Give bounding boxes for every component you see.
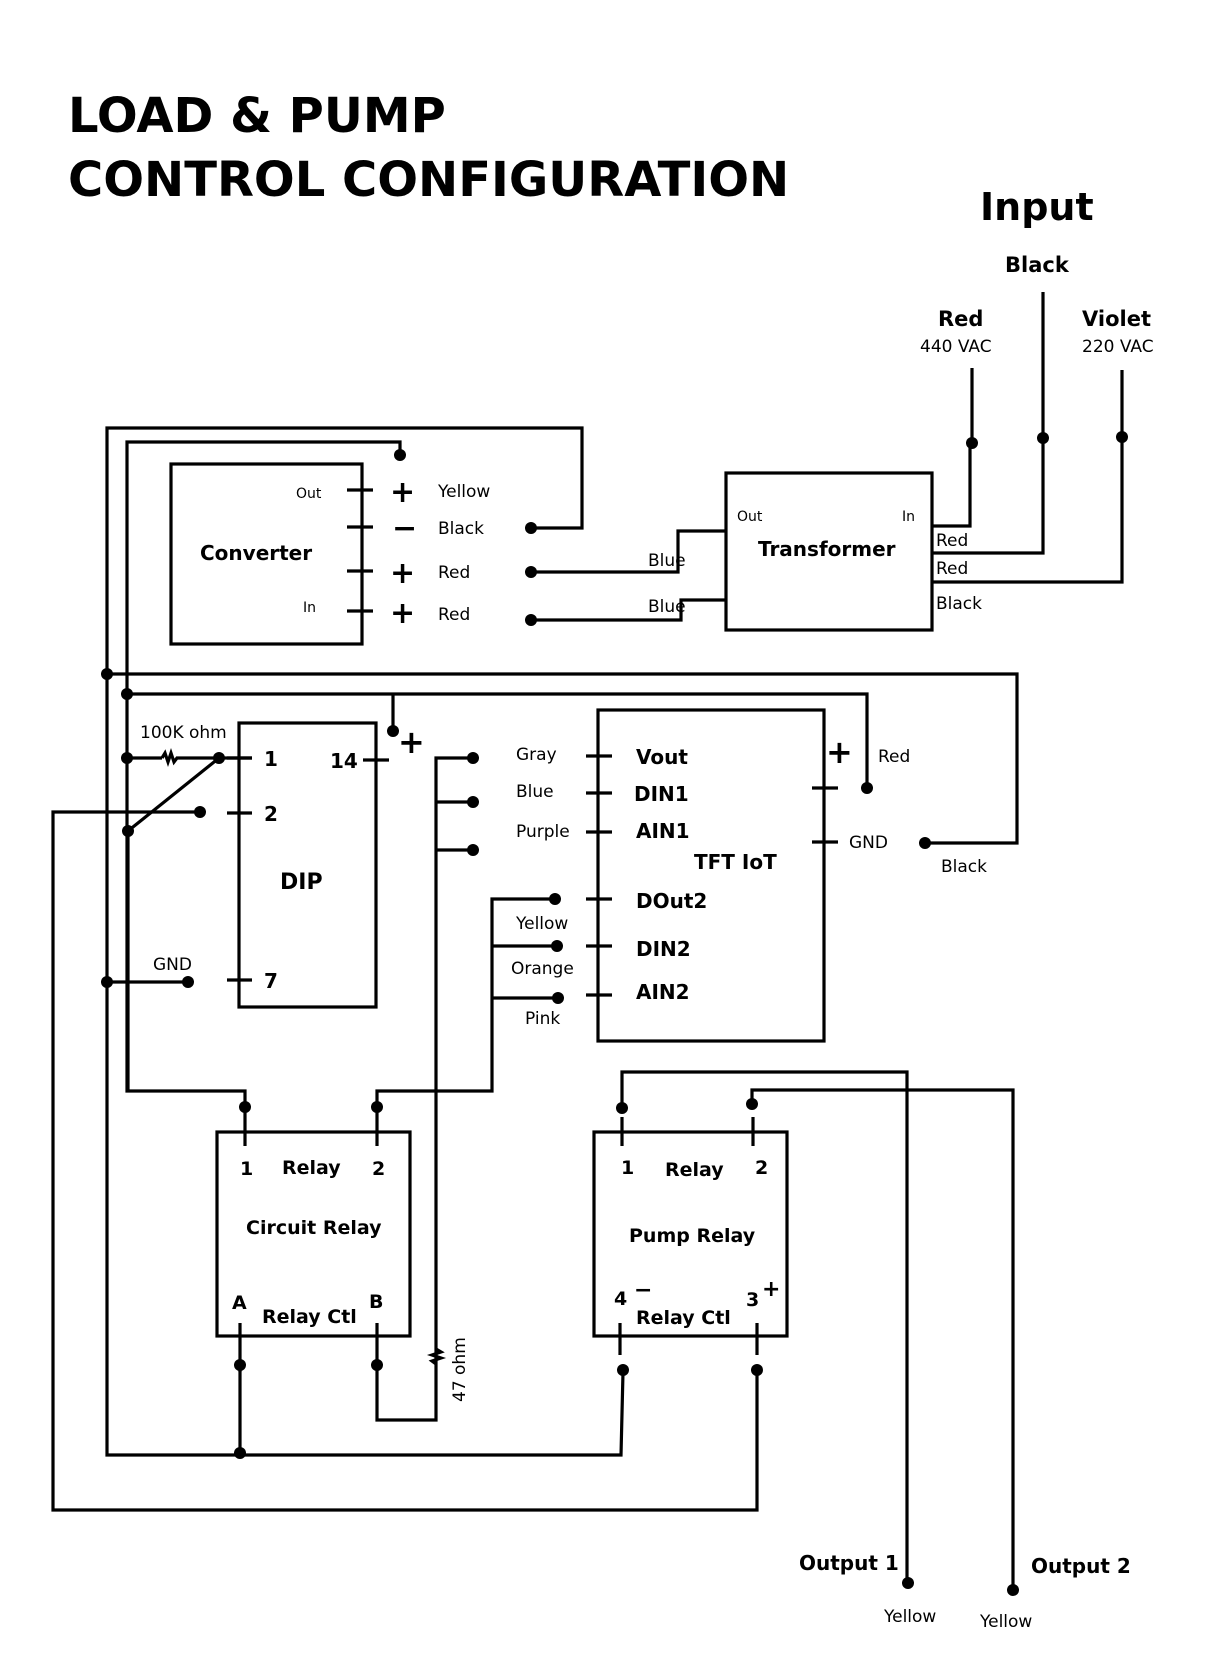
converter-out-label: Out	[296, 486, 322, 502]
transformer-out-wire-2: Blue	[648, 597, 686, 617]
dip-name: DIP	[280, 870, 323, 895]
dip-box	[237, 721, 378, 1009]
main-wiring	[51, 426, 1019, 1512]
input-violet-node	[1116, 431, 1128, 443]
transformer-name: Transformer	[758, 537, 896, 561]
tft-left-wires	[375, 752, 564, 1422]
converter-wire-3: Red	[438, 563, 470, 583]
pump-relay-top-label: Relay	[665, 1159, 724, 1181]
tft-pin-din2: DIN2	[636, 937, 691, 961]
input-black-label: Black	[1005, 253, 1070, 277]
tft-gnd-label: GND	[849, 833, 888, 853]
dip-pin-1: 1	[264, 747, 278, 771]
tft-plus-wire: Red	[878, 747, 910, 767]
output-2-label: Output 2	[1031, 1554, 1131, 1578]
dip-pin-7: 7	[264, 969, 278, 993]
dip-pin-14: 14	[330, 749, 358, 773]
pump-relay-box	[592, 1130, 789, 1338]
pump-relay-pin-4-sign: −	[634, 1278, 652, 1303]
pump-relay-bottom-label: Relay Ctl	[636, 1307, 731, 1329]
circuit-relay-pin-2: 2	[372, 1158, 385, 1180]
circuit-relay-terminals	[234, 1101, 447, 1459]
converter-sign-1: +	[390, 475, 415, 510]
pump-relay-pin-4: 4	[614, 1288, 627, 1310]
circuit-relay-name: Circuit Relay	[246, 1217, 382, 1239]
pump-relay-pin-3: 3	[746, 1289, 759, 1311]
tft-pin-dout2: DOut2	[636, 889, 707, 913]
input-violet-voltage: 220 VAC	[1082, 337, 1154, 357]
tft-pin-ticks	[586, 754, 838, 997]
converter-name: Converter	[200, 541, 312, 565]
circuit-relay-pin-1: 1	[240, 1158, 253, 1180]
resistor-47-label: 47 ohm	[450, 1337, 470, 1402]
input-violet-label: Violet	[1082, 307, 1151, 331]
transformer-in-wire-3: Black	[936, 594, 982, 614]
transformer-out-wires	[525, 529, 726, 626]
pump-relay-name: Pump Relay	[629, 1225, 756, 1247]
input-black-node	[1037, 432, 1049, 444]
converter-in-label: In	[303, 600, 316, 616]
circuit-relay-top-label: Relay	[282, 1157, 341, 1179]
tft-wire-purple: Purple	[516, 822, 570, 842]
tft-pin-ain2: AIN2	[636, 980, 690, 1004]
tft-wire-yellow: Yellow	[515, 914, 568, 934]
transformer-in-wire-2: Red	[936, 559, 968, 579]
output-2-wire: Yellow	[979, 1612, 1032, 1632]
resistor-100k-label: 100K ohm	[140, 723, 227, 743]
converter-sign-4: +	[390, 596, 415, 631]
tft-wire-gray: Gray	[516, 745, 557, 765]
circuit-relay-pin-a: A	[232, 1292, 247, 1314]
input-red-label: Red	[938, 307, 983, 331]
tft-pin-ain1: AIN1	[636, 819, 690, 843]
title-line-1: LOAD & PUMP	[68, 88, 446, 144]
tft-wire-orange: Orange	[511, 959, 574, 979]
pump-relay-pin-3-sign: +	[762, 1277, 780, 1302]
title-line-2: CONTROL CONFIGURATION	[68, 152, 789, 208]
tft-plus: +	[826, 733, 853, 771]
dip-pin-2: 2	[264, 802, 278, 826]
transformer-in-label: In	[902, 509, 915, 525]
pump-relay-pin-1: 1	[621, 1157, 634, 1179]
input-red-node	[966, 437, 978, 449]
output-1-label: Output 1	[799, 1551, 899, 1575]
converter-wire-4: Red	[438, 605, 470, 625]
tft-pin-din1: DIN1	[634, 782, 689, 806]
converter-pin-ticks	[347, 488, 373, 613]
output-1-wire: Yellow	[883, 1607, 936, 1627]
circuit-relay-box	[215, 1130, 412, 1338]
tft-name: TFT IoT	[694, 850, 777, 874]
pump-relay-terminals	[616, 1070, 1019, 1596]
converter-wire-1: Yellow	[437, 482, 490, 502]
circuit-relay-bottom-label: Relay Ctl	[262, 1306, 357, 1328]
circuit-relay-pin-b: B	[369, 1291, 383, 1313]
transformer-out-label: Out	[737, 509, 763, 525]
tft-wire-blue: Blue	[516, 782, 554, 802]
dip-gnd-label: GND	[153, 955, 192, 975]
transformer-in-wire-1: Red	[936, 531, 968, 551]
transformer-box	[724, 471, 934, 632]
input-wires	[933, 292, 1128, 584]
converter-sign-3: +	[390, 556, 415, 591]
tft-wire-pink: Pink	[525, 1009, 560, 1029]
dip-pin-ticks	[227, 756, 389, 982]
tft-gnd-wire: Black	[941, 857, 987, 877]
input-heading: Input	[980, 185, 1094, 229]
input-red-voltage: 440 VAC	[920, 337, 992, 357]
pump-relay-pin-2: 2	[755, 1157, 768, 1179]
dip-plus: +	[398, 723, 425, 761]
tft-pin-vout: Vout	[636, 745, 688, 769]
converter-wire-2: Black	[438, 519, 484, 539]
converter-sign-2: −	[392, 511, 417, 546]
tft-box	[596, 708, 826, 1043]
transformer-out-wire-1: Blue	[648, 551, 686, 571]
converter-box	[169, 462, 364, 646]
